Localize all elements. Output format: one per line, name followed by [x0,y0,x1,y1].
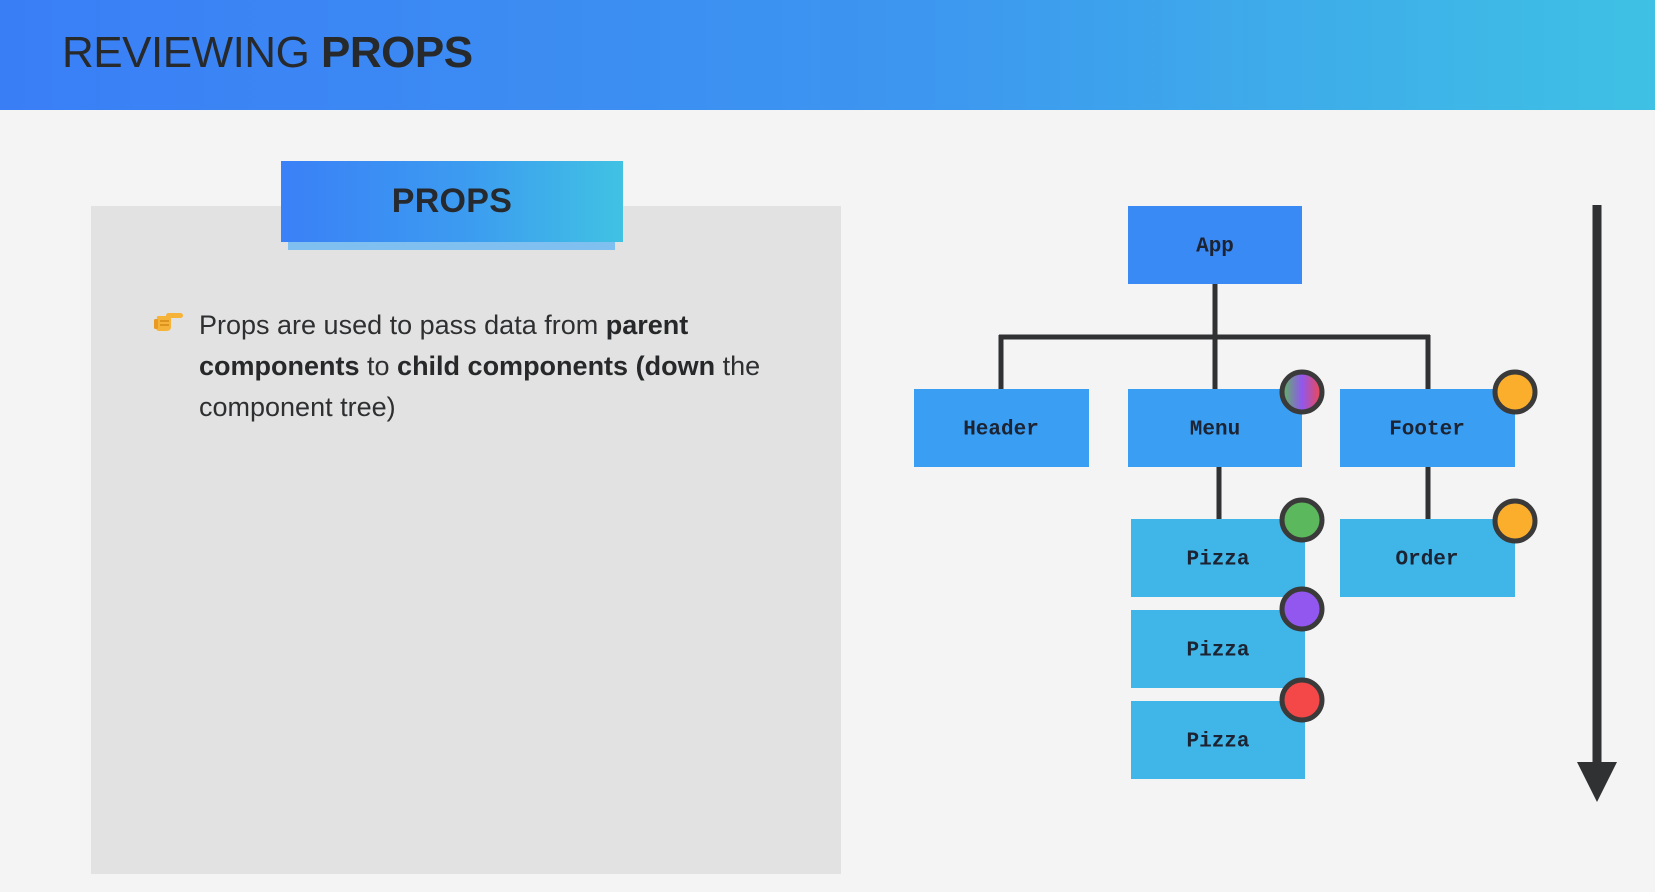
node-pizza-2: Pizza [1131,610,1305,688]
page-title: REVIEWING PROPS [62,28,473,77]
node-app: App [1128,206,1302,284]
prop-dot-pizza-green [1279,497,1325,543]
node-header: Header [914,389,1089,467]
node-pizza-3: Pizza [1131,701,1305,779]
down-arrow-icon [1577,205,1617,802]
prop-dot-order-orange [1492,498,1538,544]
bold-child-components: child components [397,351,629,381]
prop-dot-pizza-purple [1279,586,1325,632]
node-footer: Footer [1340,389,1515,467]
card-tab: PROPS [281,161,623,242]
header-bar [0,0,1655,110]
node-pizza-3-label: Pizza [1186,731,1249,754]
node-app-label: App [1196,236,1234,259]
bold-down: (down [635,351,716,381]
node-menu: Menu [1128,389,1302,467]
node-footer-label: Footer [1389,419,1465,442]
node-pizza-1-label: Pizza [1186,549,1249,572]
bullet-text: Props are used to pass data from parent … [199,310,761,422]
node-menu-label: Menu [1190,419,1240,442]
node-order-label: Order [1395,549,1458,572]
node-pizza-2-label: Pizza [1186,640,1249,663]
node-pizza-1: Pizza [1131,519,1305,597]
page-title-bold: PROPS [321,28,473,77]
prop-dot-footer-orange [1492,369,1538,415]
prop-dot-menu-multicolor [1279,369,1325,415]
props-card [91,206,841,874]
node-order: Order [1340,519,1515,597]
pointing-hand-icon [154,313,183,331]
card-tab-label: PROPS [391,182,513,220]
prop-dot-pizza-red [1279,677,1325,723]
bold-parent-components: parent components [199,310,689,381]
node-header-label: Header [963,419,1039,442]
